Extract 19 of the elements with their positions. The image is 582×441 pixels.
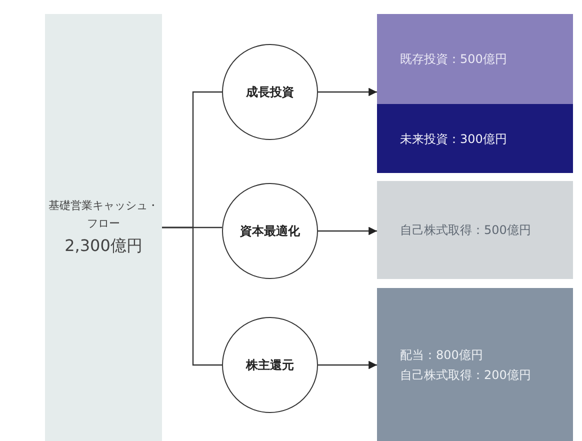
circle-label: 成長投資 [246,84,294,101]
circle-label: 株主還元 [246,357,294,374]
allocation-box [377,104,573,173]
allocation-text: 既存投資：500億円 [400,51,507,68]
allocation-text: 自己株式取得：500億円 [400,222,531,239]
flow-panel [45,14,162,441]
amount-text: 2,300億円 [64,234,142,256]
arrow [318,360,377,370]
allocation-text: 配当：800億円 [400,346,483,364]
allocation-box [377,288,573,441]
allocation-text: 自己株式取得：200億円 [400,366,531,384]
connector-line [162,226,222,366]
allocation-box [377,14,573,104]
allocation-box [377,181,573,279]
panel-title: 基礎営業キャッシュ・フロー [48,198,158,232]
allocation-text: 未来投資：300億円 [400,130,507,148]
arrow [318,88,377,96]
arrow [318,226,377,236]
circle-label: 資本最適化 [240,223,300,240]
